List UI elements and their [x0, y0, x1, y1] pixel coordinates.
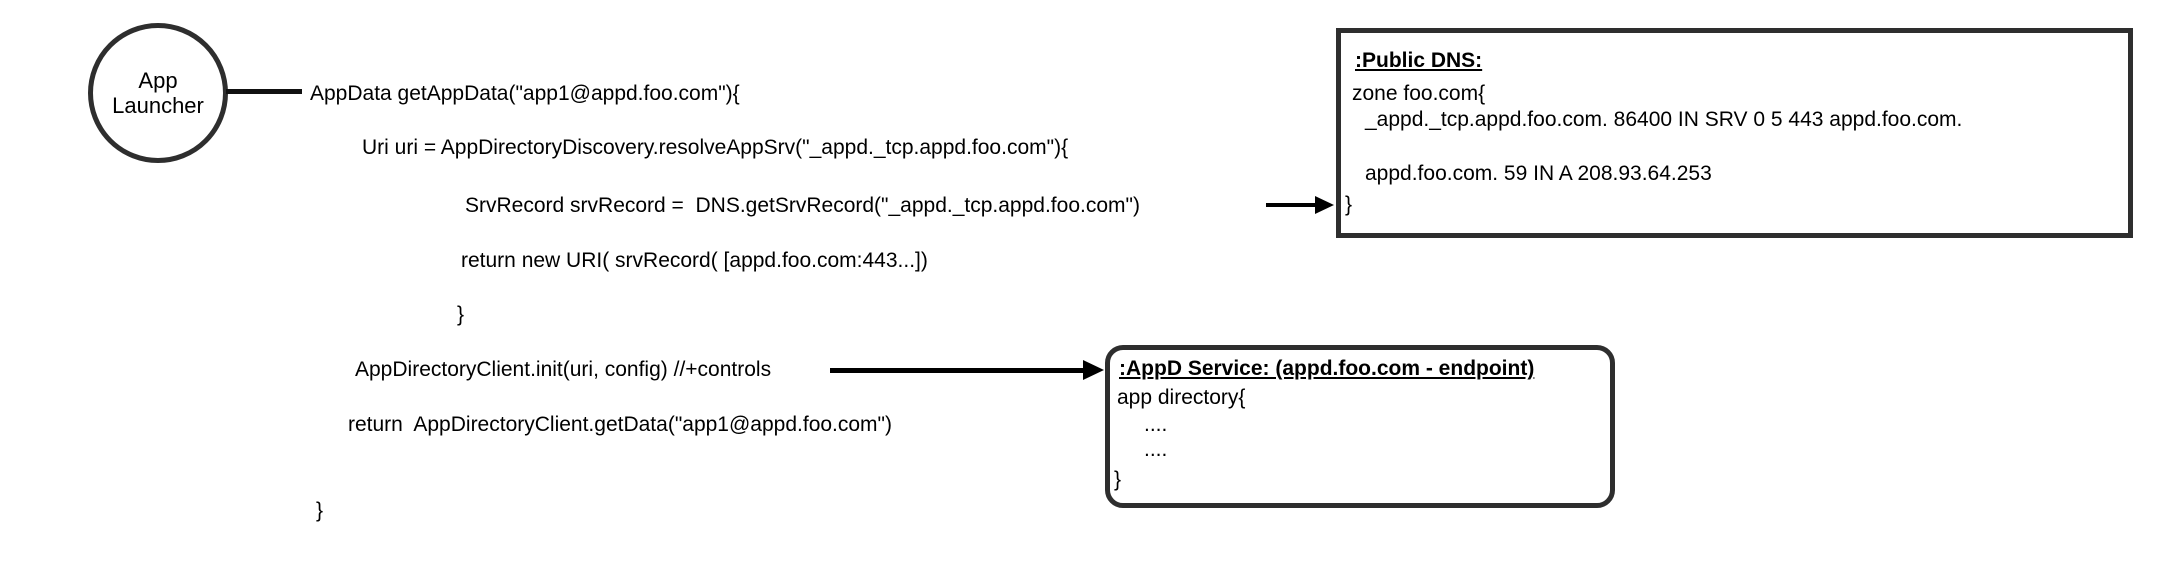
appd-arrow-line	[830, 368, 1086, 373]
appd-service-box: :AppD Service: (appd.foo.com - endpoint)…	[1105, 345, 1615, 508]
dns-close-brace: }	[1345, 193, 1353, 216]
appd-close-brace: }	[1114, 468, 1122, 491]
code-line-client-init: AppDirectoryClient.init(uri, config) //+…	[355, 358, 772, 381]
app-launcher-label-line1: App	[138, 67, 178, 93]
appd-dots-line-1: ....	[1144, 413, 1168, 436]
code-line-getappdata: AppData getAppData("app1@appd.foo.com"){	[310, 82, 740, 105]
code-line-return-getdata: return AppDirectoryClient.getData("app1@…	[348, 413, 893, 436]
appd-dots-line-2: ....	[1144, 438, 1168, 461]
dns-srv-record-line: _appd._tcp.appd.foo.com. 86400 IN SRV 0 …	[1365, 108, 1963, 131]
dns-arrow-line	[1266, 203, 1318, 207]
dns-zone-line: zone foo.com{	[1352, 82, 1486, 105]
app-launcher-node: App Launcher	[88, 23, 228, 163]
code-line-resolveappsrv: Uri uri = AppDirectoryDiscovery.resolveA…	[362, 136, 1069, 159]
public-dns-box: :Public DNS: zone foo.com{ _appd._tcp.ap…	[1336, 28, 2133, 238]
dns-a-record-line: appd.foo.com. 59 IN A 208.93.64.253	[1365, 162, 1712, 185]
public-dns-title: :Public DNS:	[1355, 49, 1483, 72]
code-line-inner-close-brace: }	[457, 303, 465, 326]
app-launcher-label-line2: Launcher	[112, 93, 204, 118]
appd-service-title: :AppD Service: (appd.foo.com - endpoint)	[1119, 357, 1535, 380]
code-line-outer-close-brace: }	[316, 499, 324, 522]
code-line-return-uri: return new URI( srvRecord( [appd.foo.com…	[461, 249, 928, 272]
appd-arrowhead-icon	[1083, 360, 1104, 380]
code-line-getsrvrecord: SrvRecord srvRecord = DNS.getSrvRecord("…	[465, 194, 1140, 217]
actor-connector-line	[226, 89, 302, 94]
appd-directory-line: app directory{	[1117, 386, 1246, 409]
dns-arrowhead-icon	[1315, 196, 1334, 214]
